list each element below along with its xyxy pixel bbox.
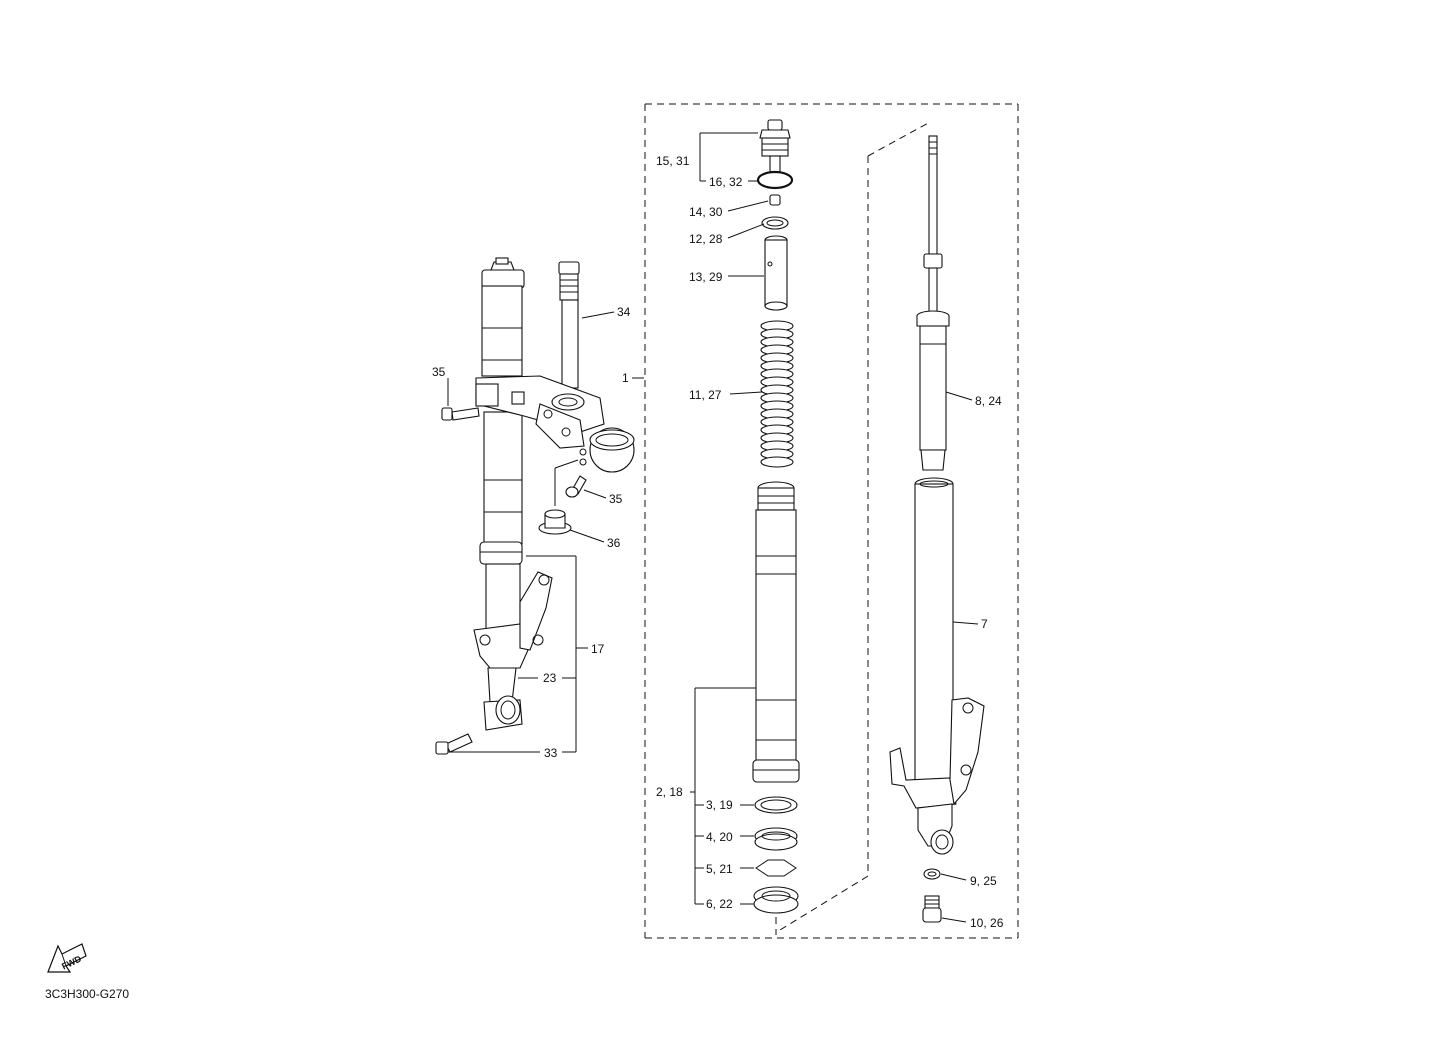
callout-34: 34 — [617, 305, 631, 319]
callout-labels: 15, 31 16, 32 14, 30 12, 28 13, 29 1 11,… — [432, 154, 1004, 930]
callout-11-27: 11, 27 — [689, 388, 722, 402]
callout-4-20: 4, 20 — [706, 830, 733, 844]
callout-7: 7 — [981, 617, 988, 631]
callout-23: 23 — [543, 671, 557, 685]
callout-5-21: 5, 21 — [706, 862, 733, 876]
callout-35-top: 35 — [432, 365, 446, 379]
callout-17: 17 — [591, 642, 605, 656]
callout-2-18: 2, 18 — [656, 785, 683, 799]
callout-14-30: 14, 30 — [689, 205, 723, 219]
callout-15-31: 15, 31 — [656, 154, 690, 168]
callout-16-32: 16, 32 — [709, 175, 743, 189]
callout-3-19: 3, 19 — [706, 798, 733, 812]
callout-10-26: 10, 26 — [970, 916, 1004, 930]
callout-6-22: 6, 22 — [706, 897, 733, 911]
callout-36: 36 — [607, 536, 621, 550]
callout-12-28: 12, 28 — [689, 232, 723, 246]
callout-1: 1 — [622, 371, 629, 385]
exploded-view-boundary — [644, 103, 1019, 939]
callout-35-right: 35 — [609, 492, 623, 506]
callout-13-29: 13, 29 — [689, 270, 723, 284]
fork-spring — [760, 320, 794, 468]
callout-8-24: 8, 24 — [975, 394, 1002, 408]
damper-and-inner-tube-column — [889, 135, 985, 923]
fork-assembly — [435, 257, 644, 755]
inner-parts-column — [690, 119, 800, 914]
fwd-arrow-icon: FWD — [47, 943, 87, 973]
callout-33: 33 — [544, 746, 558, 760]
callout-9-25: 9, 25 — [970, 874, 997, 888]
drawing-code: 3C3H300-G270 — [45, 987, 130, 1001]
